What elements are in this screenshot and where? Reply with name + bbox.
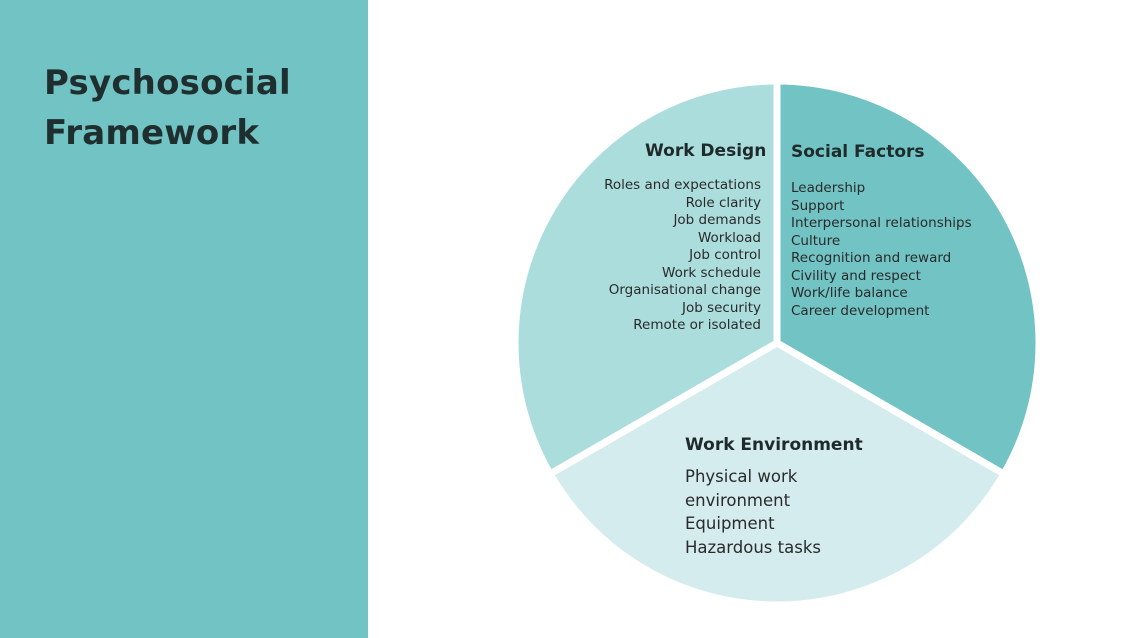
list-item: Workload — [697, 229, 761, 246]
list-item: Role clarity — [685, 194, 761, 211]
list-item: Work schedule — [662, 264, 761, 281]
list-item: Job control — [689, 247, 761, 263]
list-item: Work/life balance — [791, 285, 908, 301]
list-item: Hazardous tasks — [685, 537, 821, 557]
segment-work-environment — [545, 338, 1009, 609]
list-item: Culture — [791, 232, 841, 249]
list-item: Physical work environment — [685, 467, 798, 510]
list-item: Interpersonal relationships — [791, 215, 972, 231]
list-item: Civility and respect — [791, 267, 921, 284]
list-item: Leadership — [791, 180, 866, 196]
list-item: Roles and expectations — [604, 177, 761, 193]
slide-title-line-2: Framework — [44, 113, 260, 153]
slide-title-line-1: Psychosocial — [44, 63, 291, 103]
segment-social-factors — [773, 77, 1043, 479]
list-item: Equipment — [685, 514, 775, 533]
side-panel — [0, 0, 368, 638]
list-item: Remote or isolated — [633, 317, 761, 333]
list-item: Job security — [681, 299, 761, 316]
list-item: Support — [791, 197, 845, 214]
list-item: Career development — [791, 302, 930, 319]
work-design-title: Work Design — [645, 141, 767, 161]
slide-title: Psychosocial Framework — [44, 58, 291, 158]
segment-work-design — [511, 77, 781, 479]
list-item: Organisational change — [608, 282, 761, 298]
work-environment-title: Work Environment — [685, 435, 863, 455]
list-item: Job demands — [673, 212, 761, 228]
list-item: Recognition and reward — [791, 250, 952, 266]
social-factors-title: Social Factors — [791, 142, 925, 162]
